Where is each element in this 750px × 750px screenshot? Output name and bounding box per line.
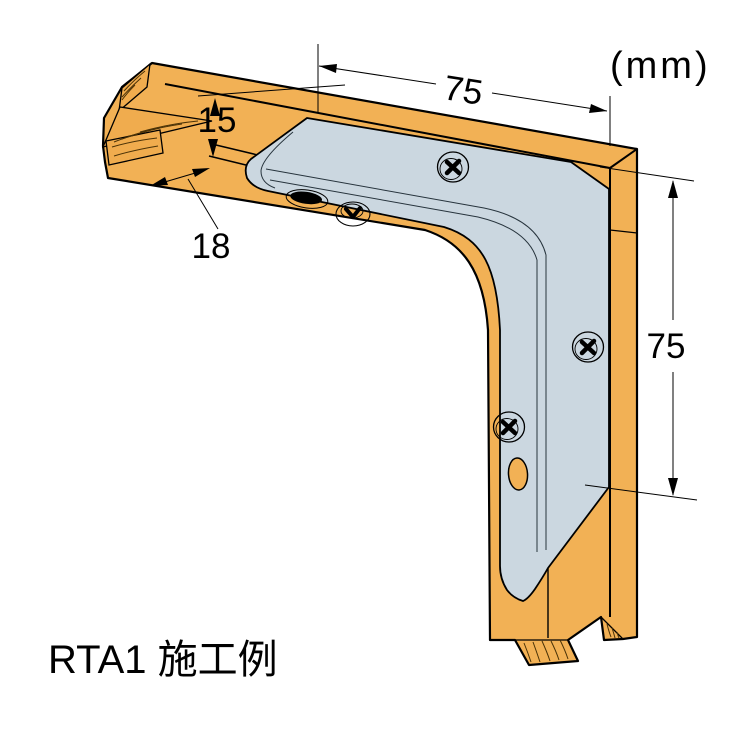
- leader-line-depth: [187, 178, 219, 230]
- unit-label: (mm): [610, 45, 711, 87]
- arrowhead: [589, 104, 607, 113]
- dimension-face-depth: 18: [192, 227, 231, 266]
- arrowhead: [150, 177, 168, 186]
- beam-step-line-2: [208, 155, 251, 167]
- phillips-screw-right: [571, 331, 605, 363]
- dimension-right-height: 75: [647, 327, 686, 366]
- beam-top-front-edge: [164, 83, 611, 169]
- arrowhead: [208, 139, 218, 157]
- arrowhead: [192, 168, 210, 177]
- arrowhead: [210, 98, 220, 116]
- dim-line-top: [318, 65, 608, 112]
- arrowhead: [668, 478, 678, 496]
- beam-step-line-1: [215, 144, 263, 157]
- phillips-screw-lower: [492, 411, 526, 443]
- beam-end-grain-lines: [111, 70, 199, 157]
- bracket-countersink-hole: [335, 201, 371, 227]
- ext-line-lip: [197, 84, 346, 97]
- dimension-lip-height: 15: [198, 101, 237, 140]
- dimension-annotations: [150, 44, 698, 501]
- ext-line-right-bottom: [584, 484, 698, 501]
- bracket-open-hole: [507, 457, 529, 491]
- bracket-rib-lines: [260, 131, 547, 552]
- bracket-plate: [244, 117, 610, 602]
- post-end-grain: [515, 616, 624, 663]
- phillips-screw-top: [436, 151, 470, 183]
- arrowhead: [319, 64, 337, 73]
- post-top-side-edge: [609, 148, 638, 169]
- ext-line-right-top: [599, 166, 695, 182]
- corner-bracket: [244, 117, 610, 602]
- bracket-slot-hole: [285, 189, 329, 209]
- side-face-joint-line: [609, 229, 638, 234]
- dimension-top-width: 75: [441, 68, 486, 113]
- figure-title: RTA1 施工例: [48, 638, 278, 682]
- arrowhead: [668, 180, 678, 198]
